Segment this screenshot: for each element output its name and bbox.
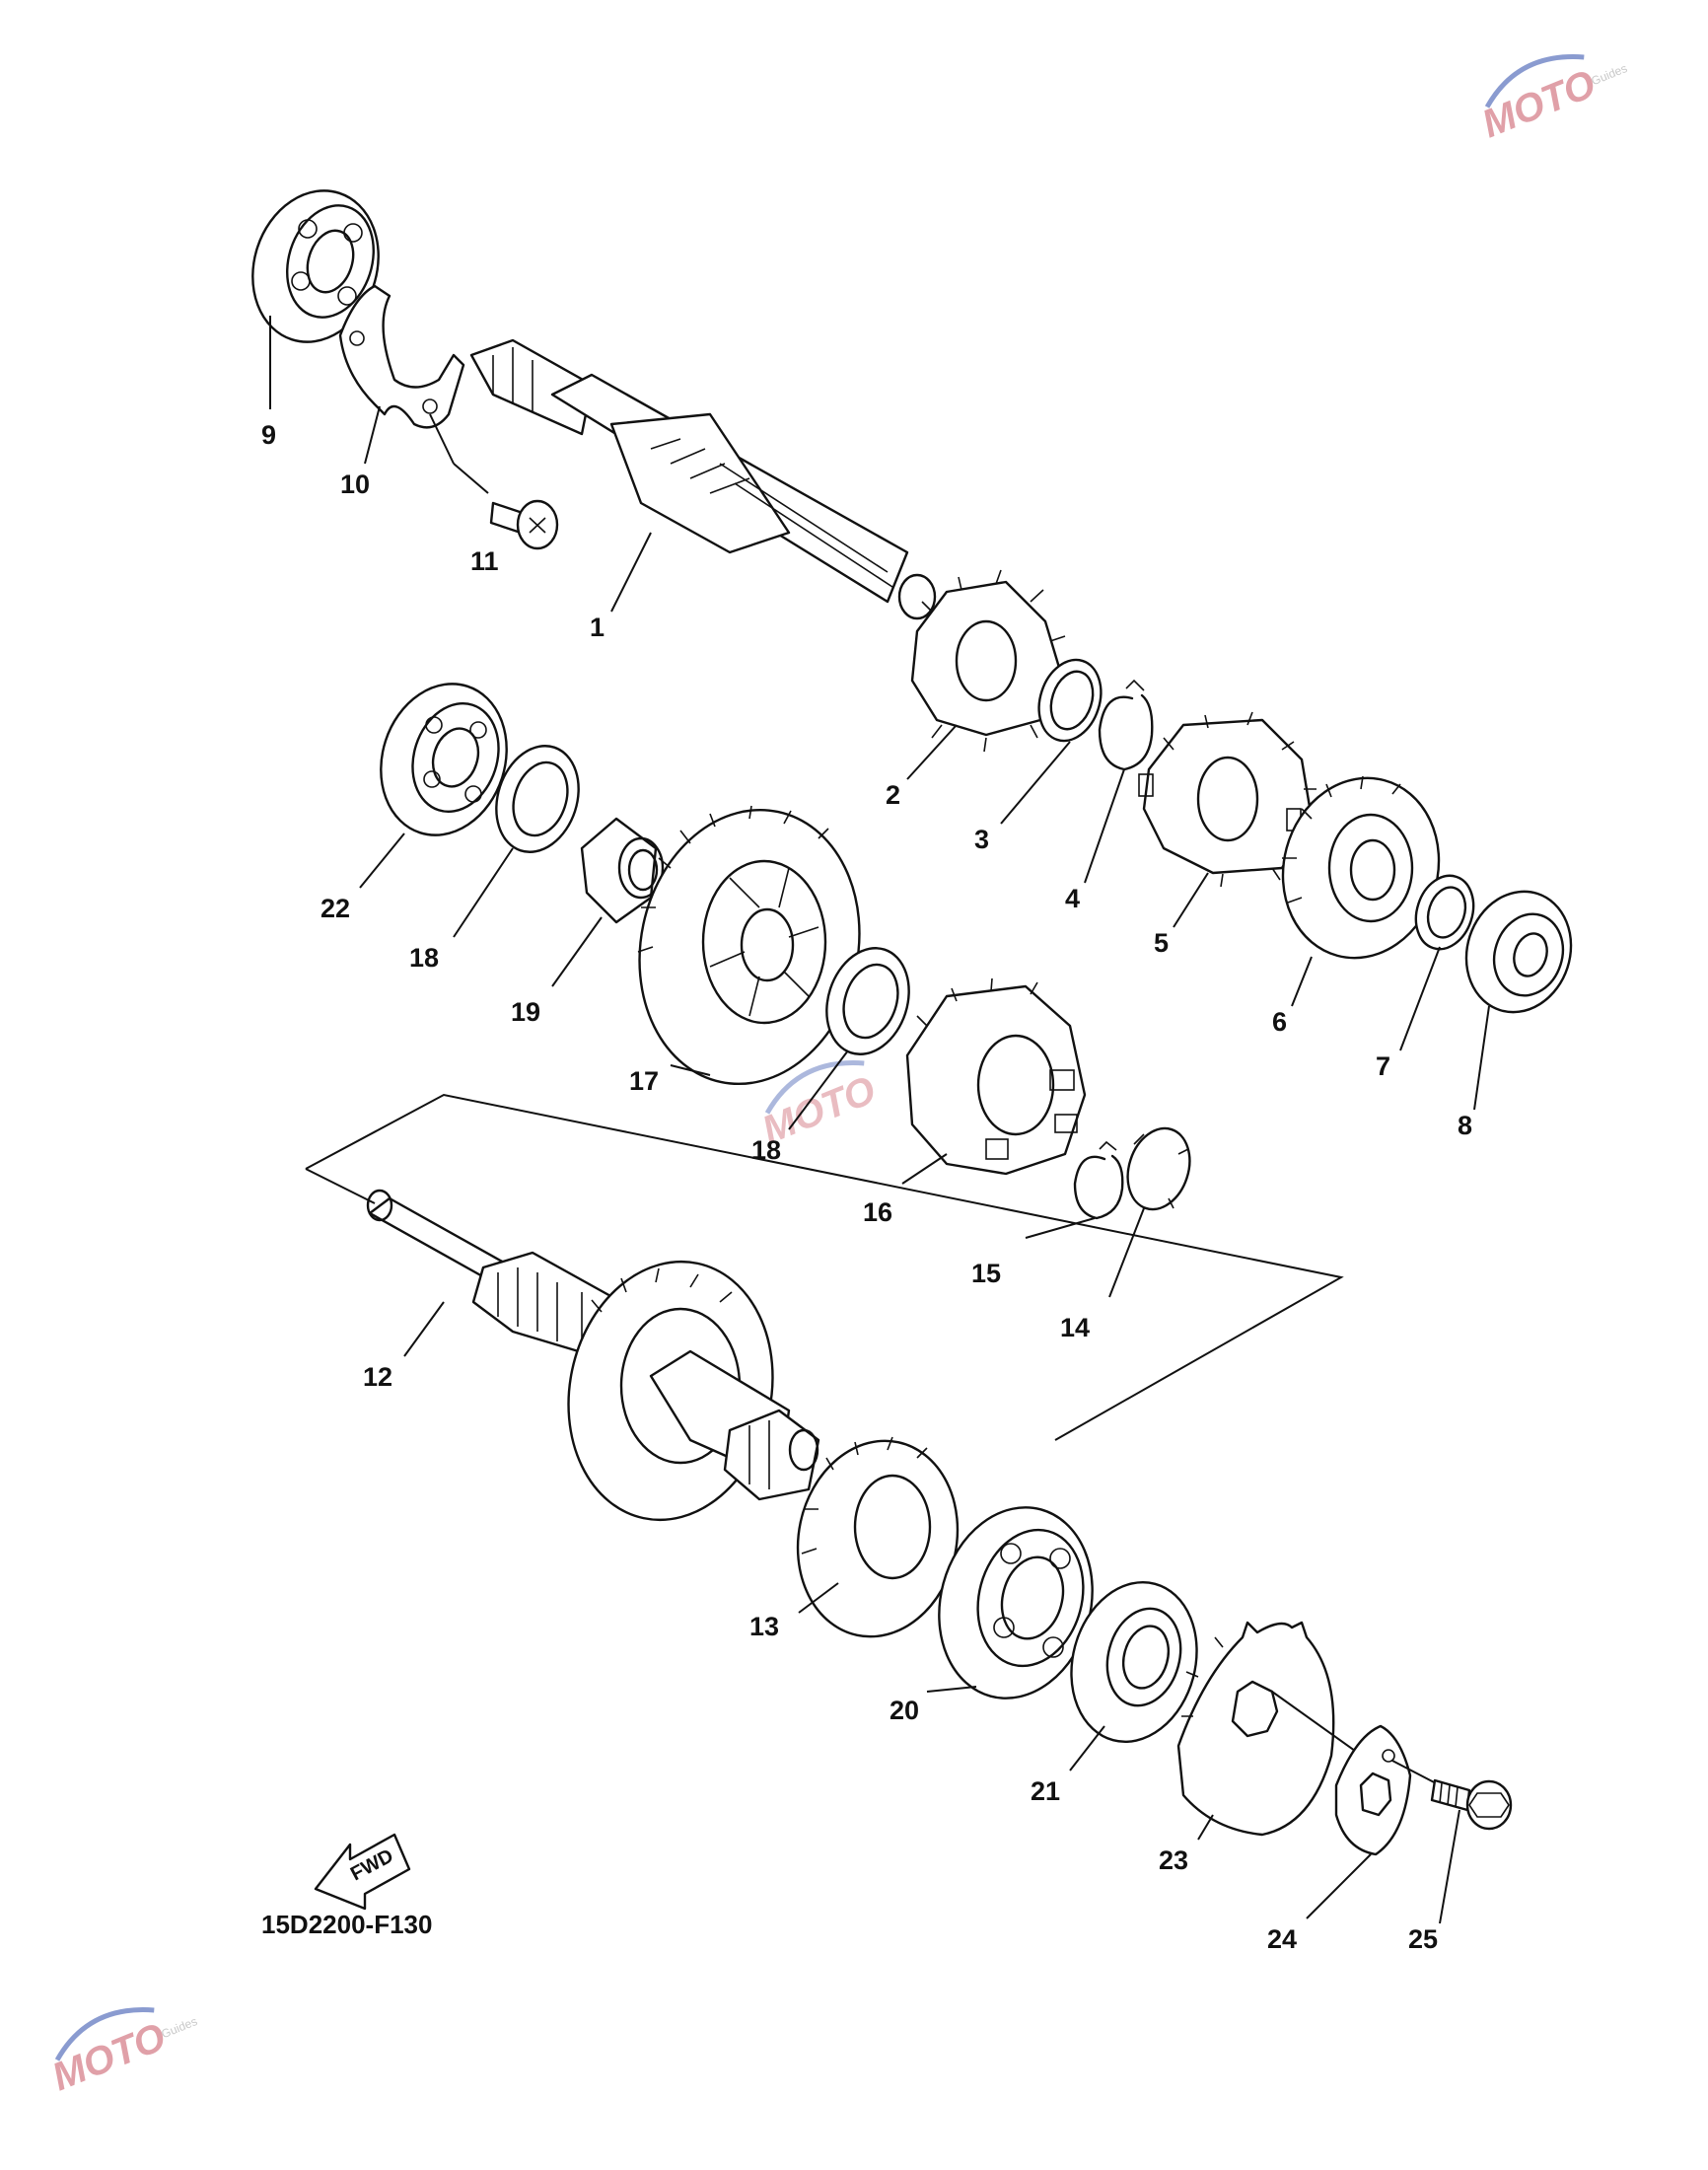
washer-18-lower — [825, 947, 910, 1055]
lock-plate-24 — [1271, 1691, 1412, 1856]
forward-direction-arrow: FWD — [314, 1833, 411, 1911]
callout-4: 4 — [1065, 884, 1080, 913]
bolt-25 — [1391, 1760, 1513, 1831]
callout-11: 11 — [470, 546, 499, 576]
callout-19: 19 — [511, 997, 540, 1027]
washer-3 — [1037, 658, 1103, 743]
watermark-logo-top: MOTO Guides — [1476, 53, 1630, 146]
diagram-code: 15D2200-F130 — [261, 1910, 432, 1939]
callout-13: 13 — [749, 1612, 779, 1641]
callout-3: 3 — [974, 825, 989, 854]
watermark-logo-bottom: MOTO Guides — [46, 2006, 200, 2099]
gear-5 — [1138, 711, 1317, 888]
gear-16 — [905, 977, 1087, 1176]
callout-7: 7 — [1376, 1051, 1390, 1081]
svg-text:MOTO: MOTO — [46, 2015, 172, 2099]
gear-17 — [637, 805, 861, 1086]
circlip-4 — [1098, 679, 1154, 771]
oil-seal-21 — [1070, 1580, 1198, 1744]
callout-25: 25 — [1408, 1924, 1438, 1954]
callout-8: 8 — [1458, 1111, 1472, 1140]
lock-washer-14 — [1126, 1126, 1191, 1211]
screw-11 — [429, 413, 559, 550]
callout-1: 1 — [590, 613, 605, 642]
callout-18-upper: 18 — [409, 943, 439, 973]
callout-16: 16 — [863, 1197, 892, 1227]
callout-22: 22 — [320, 894, 350, 923]
bushing-19 — [580, 817, 665, 924]
callout-5: 5 — [1154, 928, 1169, 958]
gear-6 — [1281, 775, 1441, 960]
callout-9: 9 — [261, 420, 276, 450]
bearing-9 — [251, 189, 380, 343]
callout-23: 23 — [1159, 1845, 1188, 1875]
main-axle-1 — [469, 338, 937, 620]
circlip-15 — [1073, 1140, 1124, 1220]
callout-20: 20 — [890, 1696, 919, 1725]
washer-18-upper — [495, 745, 580, 853]
assembly-bracket-outline — [305, 1093, 1344, 1441]
callout-17: 17 — [629, 1066, 659, 1096]
drive-sprocket-23 — [1176, 1621, 1335, 1837]
bearing-20 — [938, 1506, 1094, 1700]
svg-text:Guides: Guides — [160, 2014, 200, 2041]
callout-15: 15 — [971, 1259, 1001, 1288]
washer-7 — [1414, 874, 1475, 951]
bearing-22 — [380, 683, 508, 836]
callout-12: 12 — [363, 1362, 392, 1392]
callout-2: 2 — [886, 780, 900, 810]
callout-labels: 1 2 3 4 5 6 7 8 9 10 11 12 13 14 15 16 1… — [261, 420, 1472, 1954]
callout-6: 6 — [1272, 1007, 1287, 1037]
gear-2 — [910, 569, 1070, 753]
drive-axle-12 — [366, 1189, 820, 1522]
callout-21: 21 — [1031, 1776, 1060, 1806]
callout-14: 14 — [1060, 1313, 1090, 1342]
callout-24: 24 — [1267, 1924, 1297, 1954]
leader-lines — [269, 316, 1490, 1924]
callout-10: 10 — [340, 470, 370, 499]
bearing-8 — [1464, 890, 1573, 1014]
svg-text:Guides: Guides — [1590, 61, 1630, 88]
bearing-retainer-10 — [338, 284, 465, 429]
callout-18-lower: 18 — [751, 1135, 781, 1165]
svg-text:MOTO: MOTO — [1476, 62, 1601, 146]
